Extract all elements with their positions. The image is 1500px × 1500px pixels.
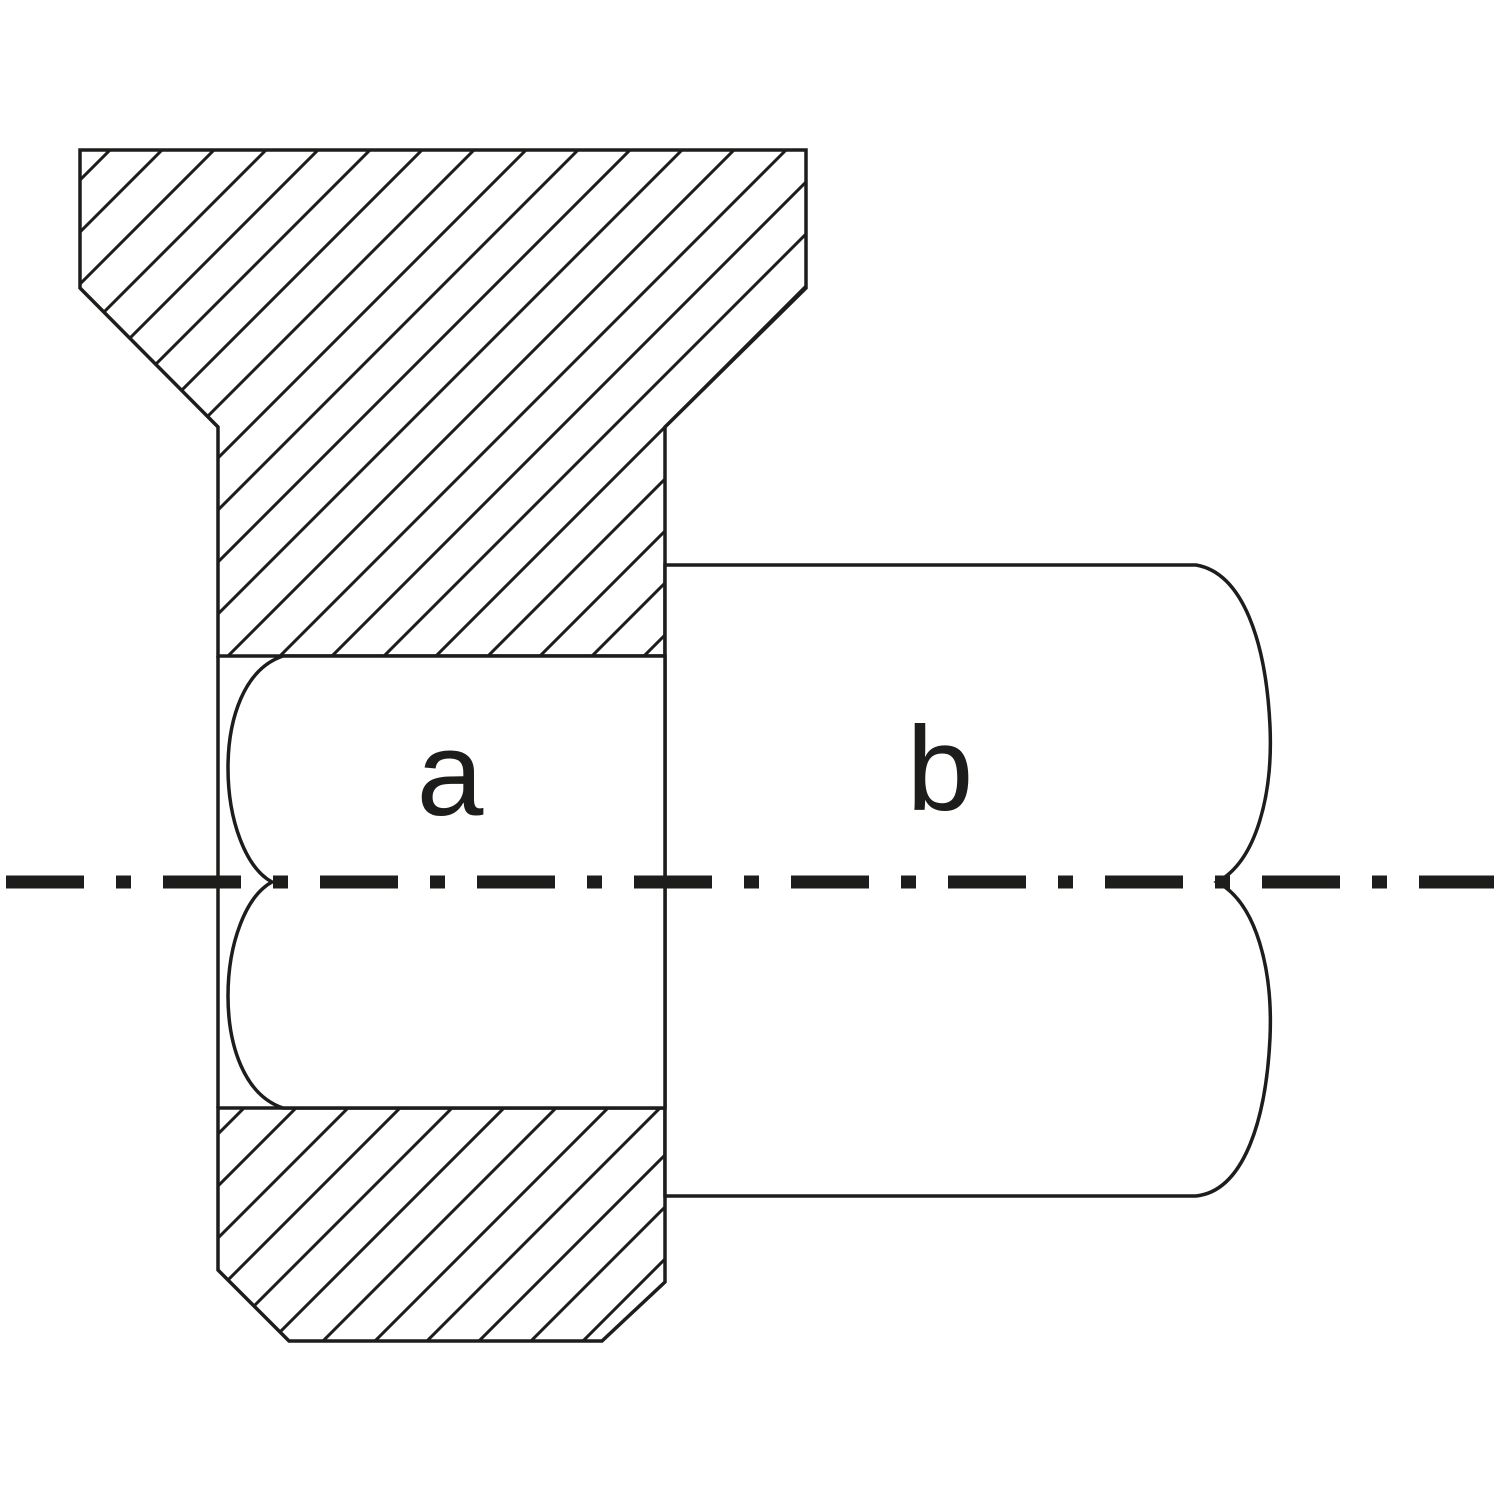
chamfered-base-section bbox=[216, 1106, 667, 1343]
bore-a-outline bbox=[226, 654, 667, 1110]
label-a: a bbox=[417, 707, 484, 841]
label-b: b bbox=[907, 702, 974, 836]
